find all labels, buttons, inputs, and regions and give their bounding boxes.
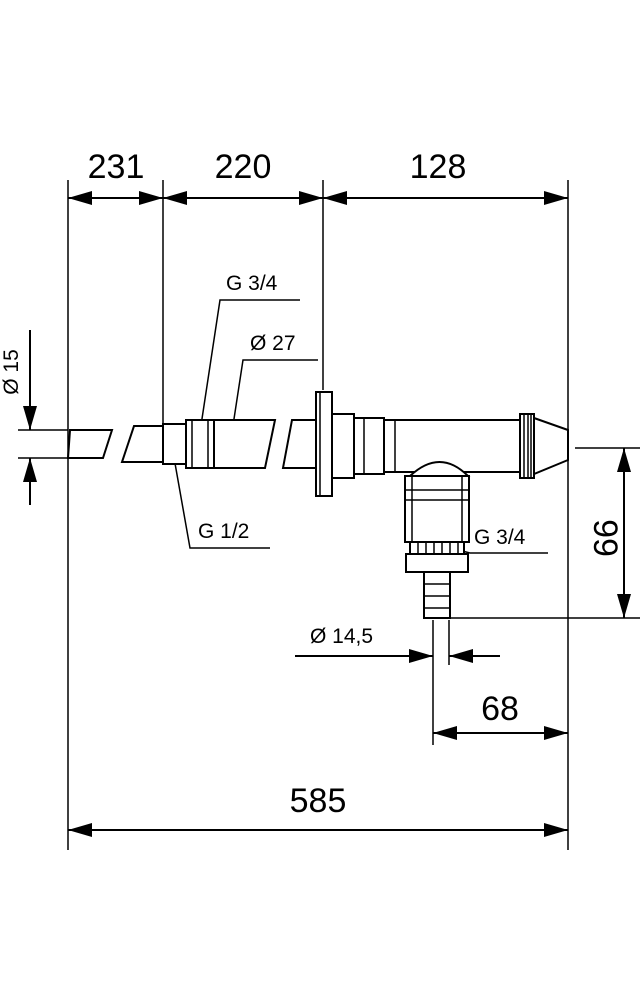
thread-g34 [185,419,215,469]
dimension-99-line [617,448,631,618]
label-g12: G 1/2 [198,520,249,543]
outlet-nut [404,475,470,543]
dimension-top-row [68,191,568,205]
dimension-585-line [68,823,568,837]
label-g34-top: G 3/4 [226,272,278,295]
dimension-231: 231 [88,148,145,186]
dimension-dia15-line [23,330,37,505]
label-dia27: Ø 27 [250,332,296,355]
dimension-585: 585 [290,782,347,820]
outlet-ring [405,553,469,573]
label-g34-right: G 3/4 [474,526,526,549]
dimension-220: 220 [215,148,272,186]
label-dia145: Ø 14,5 [310,625,373,648]
extension-lines [18,180,640,850]
pipe-segment-left [66,429,114,459]
pipe-assembly [66,391,569,619]
body-ring [353,417,385,475]
label-dia15: Ø 15 [0,349,23,395]
leader-g34-top [199,299,300,433]
dimension-68-line [433,726,568,740]
leader-dia27 [231,359,318,433]
leader-g12 [172,451,270,549]
valve-body [383,419,521,473]
pipe-segment-right [281,419,317,469]
dimension-dia145-line [295,649,500,663]
handle-cone [533,416,569,476]
pipe-dia27 [213,419,277,469]
dimension-99: 99 [586,519,624,557]
dimension-68: 68 [481,690,519,728]
wall-flange [315,391,333,497]
thread-g12 [162,423,188,465]
dimension-128: 128 [410,148,467,186]
hose-tail [423,571,451,619]
flange-collar [331,413,355,479]
knurled-cap [519,413,535,479]
